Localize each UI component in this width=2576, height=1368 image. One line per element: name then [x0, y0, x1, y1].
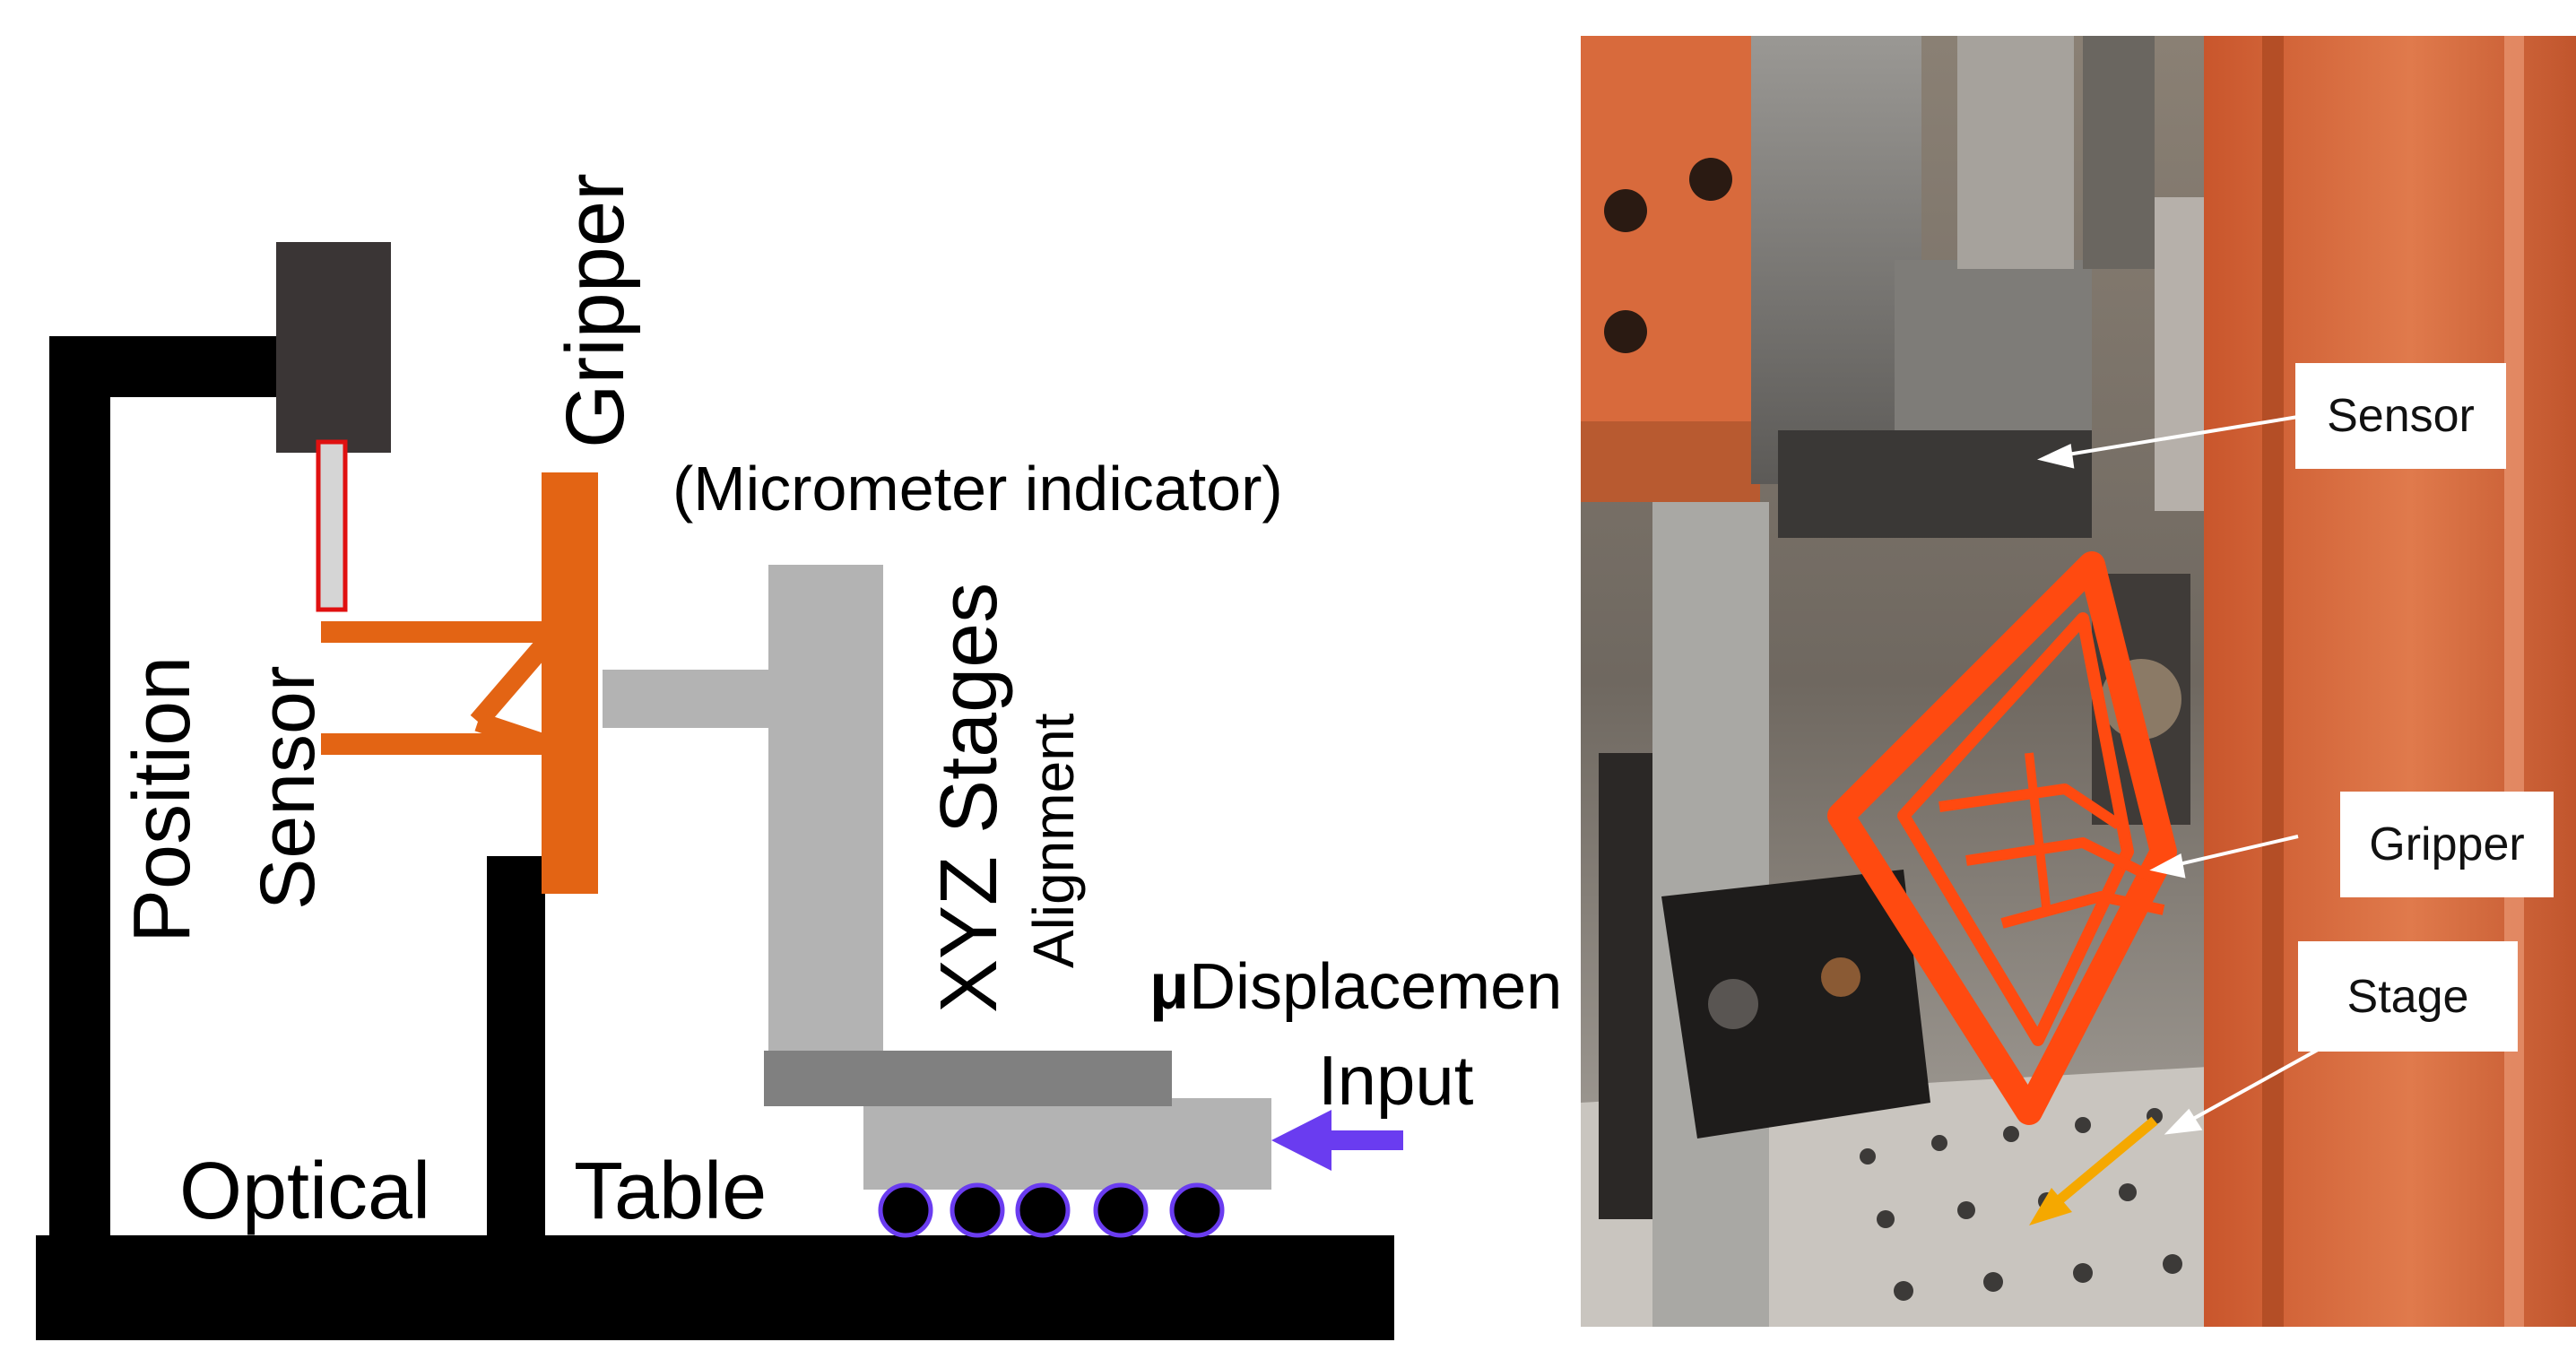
stage-column: [768, 565, 883, 1058]
optical-table-base: [36, 1235, 1394, 1340]
mu-symbol: μ: [1149, 951, 1190, 1023]
position-label: Position: [117, 655, 207, 943]
xyz-stages-label: XYZ Stages: [924, 582, 1014, 1013]
sensor-callout: Sensor: [2295, 363, 2506, 469]
gripper-shape: [321, 472, 598, 894]
stage-plate-dark: [764, 1051, 1172, 1106]
frame-top-arm: [49, 336, 282, 397]
stage-callout: Stage: [2298, 941, 2518, 1052]
gripper-label: Gripper: [550, 173, 641, 448]
alignment-label: Alignment: [1021, 713, 1086, 968]
displacement-text: Displacemen: [1189, 951, 1563, 1023]
gripper-callout: Gripper: [2340, 792, 2554, 897]
ball-bearings: [878, 1182, 1225, 1238]
printed-gripper: [1827, 551, 2177, 1125]
callout-arrows: [2036, 415, 2353, 1135]
schematic-diagram: [36, 242, 1403, 1340]
frame-left-column: [49, 336, 110, 1242]
setup-photograph: [1581, 36, 2576, 1327]
input-arrow: [1271, 1110, 1403, 1171]
table-label: Table: [574, 1147, 768, 1236]
gripper-support-column: [487, 856, 545, 1242]
sensor-label: Sensor: [245, 665, 331, 911]
optical-label: Optical: [179, 1147, 431, 1236]
input-label: Input: [1318, 1041, 1474, 1120]
position-sensor-body: [276, 242, 391, 453]
stage-arm: [603, 670, 773, 728]
stage-arrow: [2029, 1116, 2158, 1225]
micrometer-indicator-label: (Micrometer indicator): [672, 454, 1283, 524]
stage-bottom-light: [863, 1098, 1271, 1190]
sensor-probe: [316, 439, 348, 612]
micro-displacement-label: μDisplacemen: [1149, 950, 1562, 1024]
